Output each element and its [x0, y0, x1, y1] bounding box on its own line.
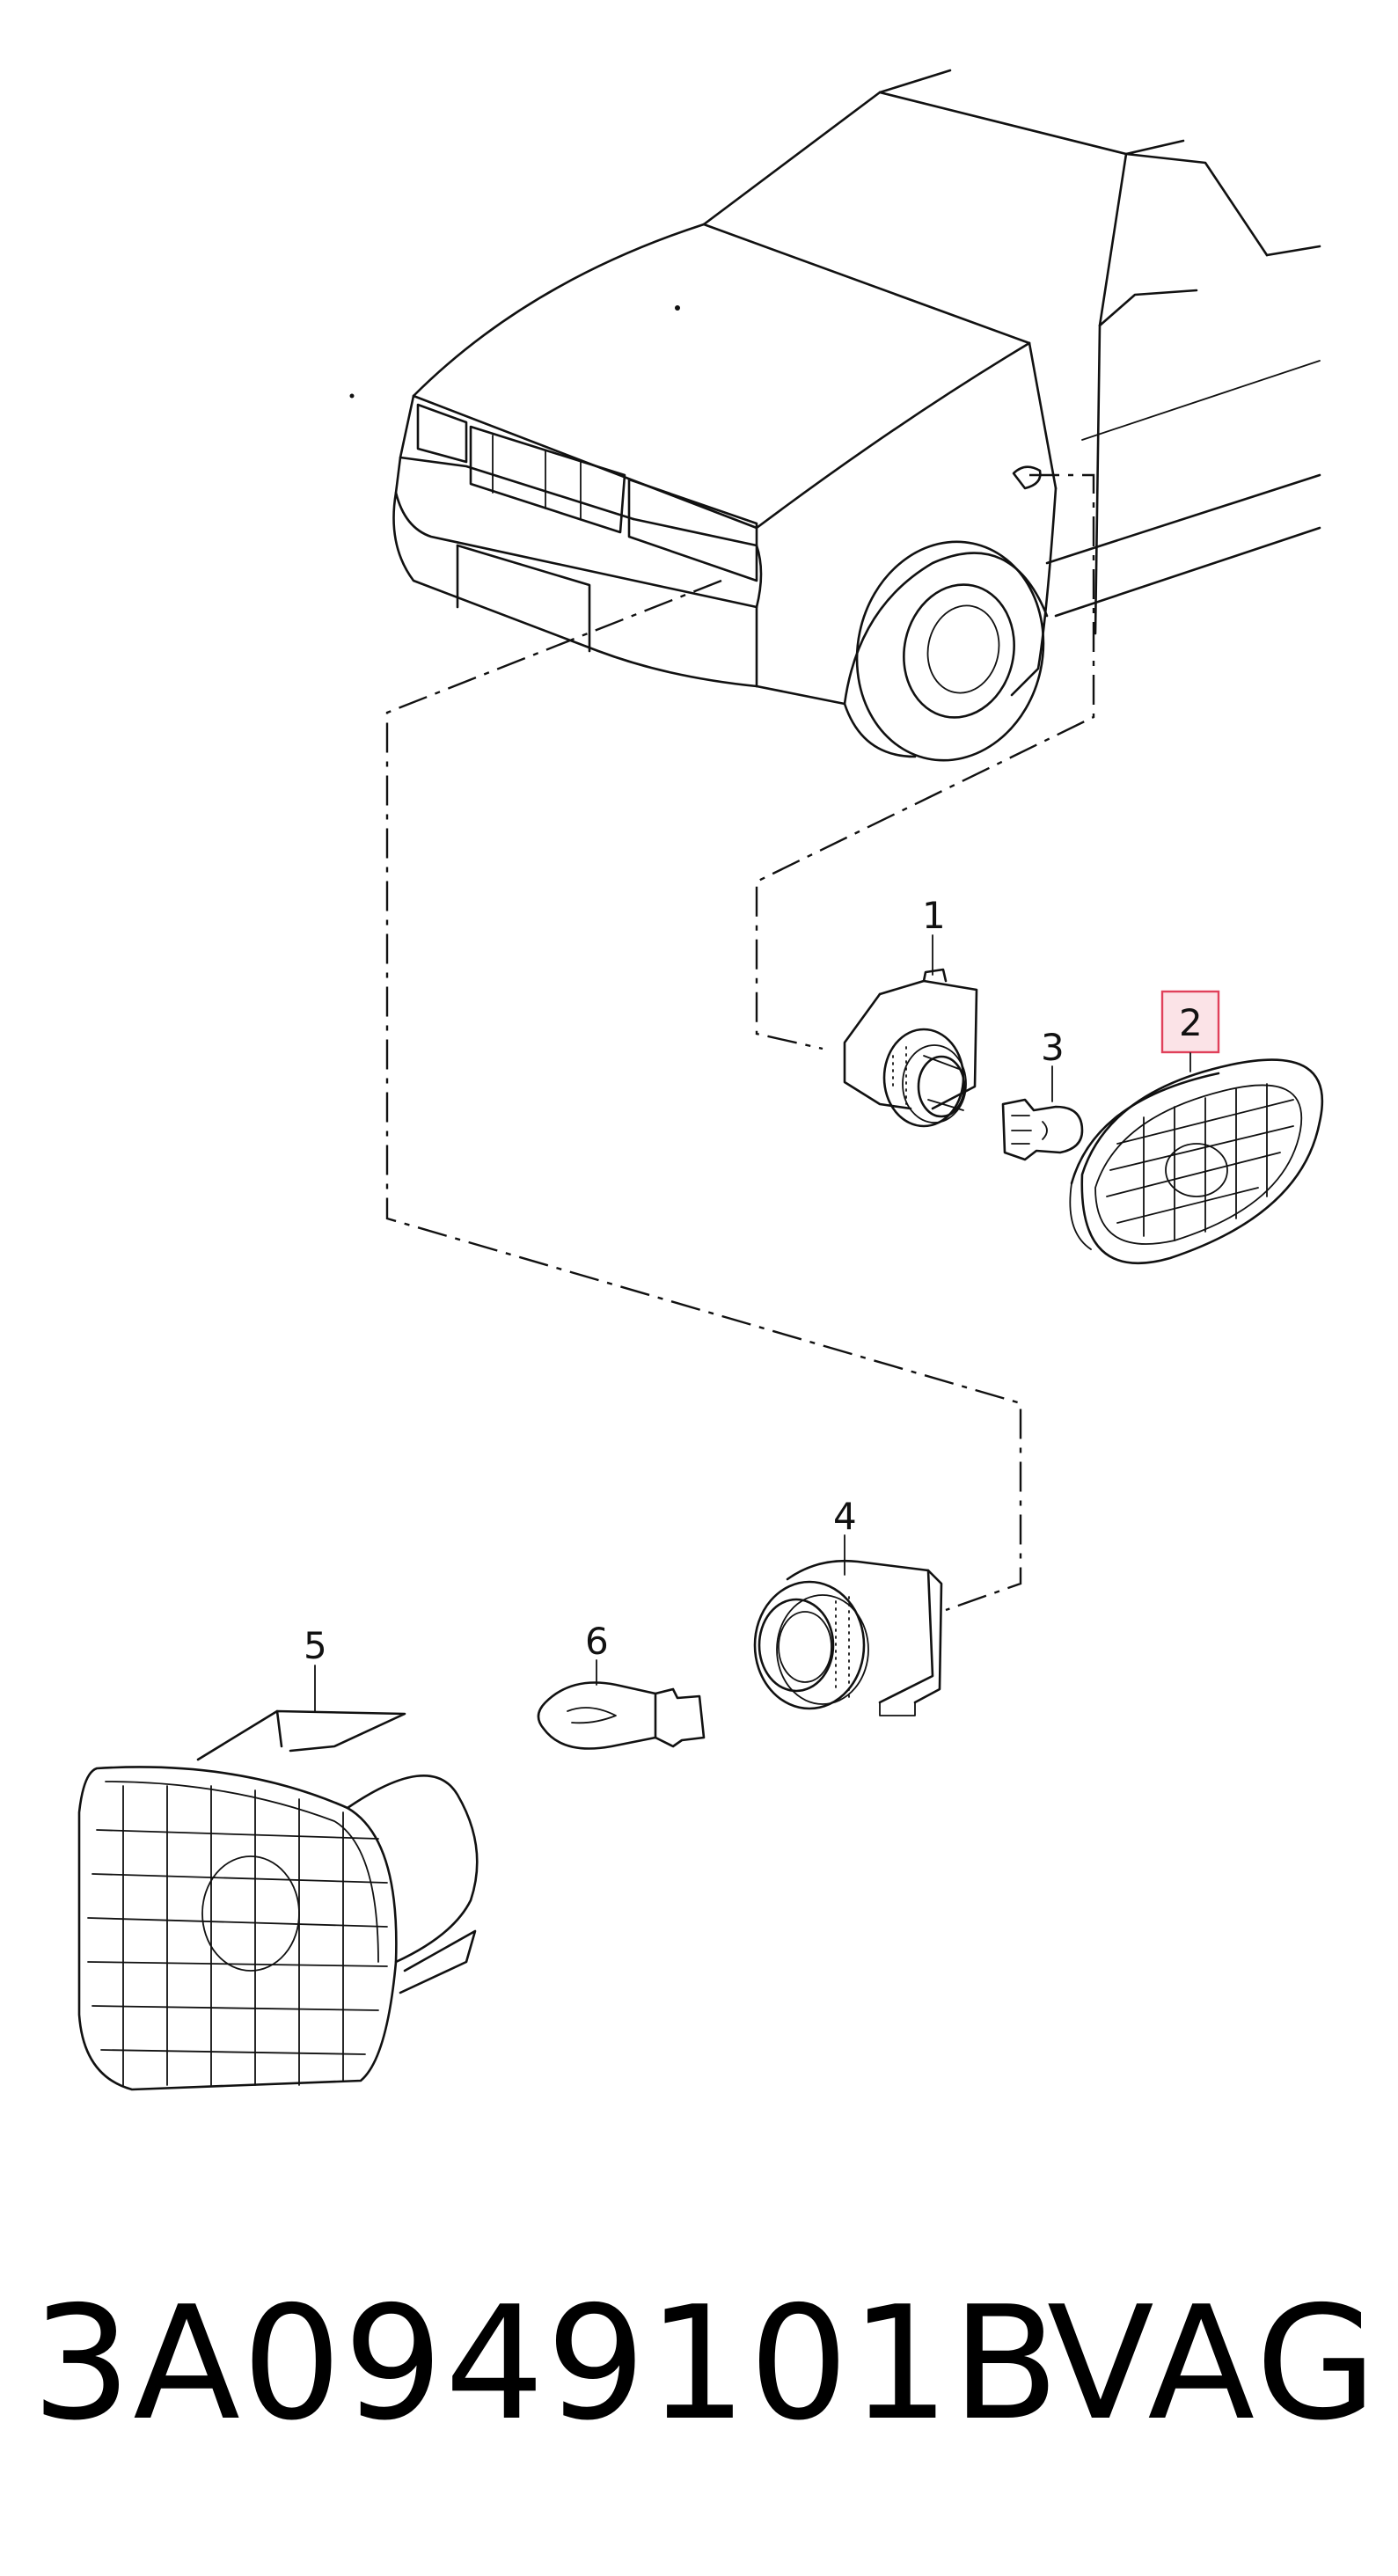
part-4-bulb-holder: [753, 1559, 943, 1716]
part-1-bulb-socket: [843, 968, 978, 1128]
parts-diagram: 1 3 2 4 6 5: [77, 69, 1324, 2091]
callout-2-highlight-box: [1160, 990, 1220, 1054]
callouts: 1 3 2 4 6 5: [304, 894, 1220, 1712]
part-3-wedge-bulb: [1001, 1098, 1084, 1161]
part-2-side-marker-lens: [1069, 1058, 1324, 1265]
part-5-turn-signal-housing: [77, 1709, 479, 2091]
part-6-bulb: [537, 1681, 706, 1750]
callout-1: 1: [922, 894, 946, 937]
callout-5: 5: [304, 1624, 327, 1667]
leader-lines: [385, 473, 1095, 1612]
callout-3: 3: [1041, 1026, 1065, 1069]
callout-2: 2: [1179, 1001, 1203, 1044]
brand-label: VAG: [1047, 2272, 1380, 2455]
callout-4: 4: [833, 1495, 857, 1538]
car-illustration: [349, 69, 1321, 762]
part-number: 3A0949101B: [32, 2272, 1061, 2455]
callout-6: 6: [585, 1620, 609, 1663]
